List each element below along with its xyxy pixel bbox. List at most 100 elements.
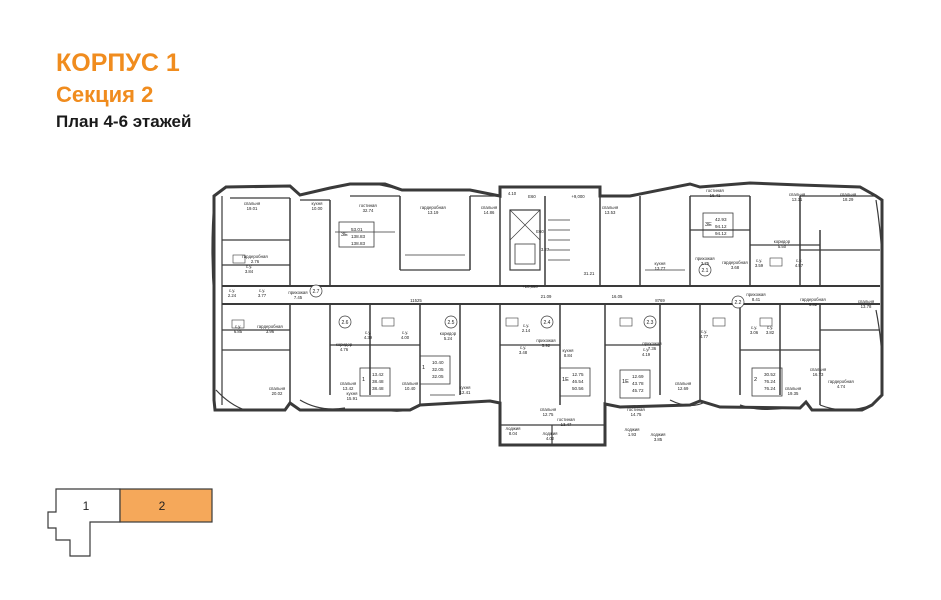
room-name-label: с.у.: [767, 325, 773, 330]
room-area-label: 3.84: [245, 269, 254, 274]
apartment-area: 42.93: [715, 217, 727, 222]
room-name-label: прихожая: [288, 290, 308, 295]
room-area-label: 18.29: [843, 197, 854, 202]
room-area-label: 7.36: [648, 346, 657, 351]
room-area-label: 4.39: [364, 335, 373, 340]
apartment-area: 76.24: [764, 386, 776, 391]
axis-marker-2-3: 2.3: [647, 320, 654, 326]
room-area-label: 3.27: [541, 247, 550, 252]
apartment-area: 32.05: [432, 367, 444, 372]
room-name-label: гардеробная: [242, 254, 268, 259]
room-name-label: с.у.: [235, 324, 241, 329]
fire-rating-label: E60: [528, 194, 536, 199]
room-name-label: спальня: [244, 201, 261, 206]
room-area-label: 12.75: [543, 412, 554, 417]
room-area-label: 16.05: [612, 294, 623, 299]
room-area-label: 5.92: [542, 343, 551, 348]
apartment-code: 1: [422, 365, 425, 371]
apartment-area: 43.78: [632, 381, 644, 386]
room-area-label: 2.24: [228, 293, 237, 298]
room-area-label: 4.19: [642, 352, 651, 357]
apartment-code: 1: [362, 377, 365, 383]
apartment-area: 94.12: [715, 231, 727, 236]
room-name-label: спальня: [675, 381, 692, 386]
apartment-code: 2: [754, 377, 757, 383]
room-area-label: 4.00: [401, 335, 410, 340]
room-name-label: с.у.: [402, 330, 408, 335]
room-area-label: 16.41: [710, 193, 721, 198]
room-area-label: 19.01: [247, 206, 258, 211]
apartment-code: 1Е: [622, 379, 629, 385]
room-area-label: 10.00: [312, 206, 323, 211]
room-area-label: 3.68: [731, 265, 740, 270]
room-area-label: 2.14: [522, 328, 531, 333]
room-area-label: 14.75: [631, 412, 642, 417]
apartment-area: 50.56: [572, 386, 584, 391]
room-area-label: 5.24: [444, 336, 453, 341]
room-name-label: спальня: [840, 192, 857, 197]
room-name-label: коридор: [774, 239, 791, 244]
room-name-label: коридор: [336, 342, 353, 347]
room-name-label: с.у.: [796, 258, 802, 263]
room-area-label: 10.40: [405, 386, 416, 391]
fire-rating-label: E60: [536, 229, 544, 234]
room-name-label: гардеробная: [828, 379, 854, 384]
room-name-label: с.у.: [523, 323, 529, 328]
axis-marker-2-7: 2.7: [313, 289, 320, 295]
room-area-label: 13.78: [861, 304, 872, 309]
room-name-label: спальня: [402, 381, 419, 386]
room-name-label: с.у.: [756, 258, 762, 263]
apartment-code: 1Е: [562, 377, 569, 383]
room-area-label: 21.09: [541, 294, 552, 299]
room-area-label: 13.11: [792, 197, 803, 202]
room-name-label: спальня: [340, 381, 357, 386]
floor-plan-title: План 4-6 этажей: [56, 112, 192, 131]
room-area-label: 12.69: [678, 386, 689, 391]
apartment-area: 45.72: [632, 388, 644, 393]
room-name-label: с.у.: [643, 347, 649, 352]
apartment-area: 53.01: [351, 227, 363, 232]
room-area-label: 12.41: [460, 390, 471, 395]
apartment-area: 10.40: [432, 360, 444, 365]
room-name-label: прихожая: [642, 341, 662, 346]
room-area-label: 6.85: [234, 329, 243, 334]
apartment-area: 94.12: [715, 224, 727, 229]
section-title: Секция 2: [56, 82, 154, 107]
room-area-label: 14.86: [484, 210, 495, 215]
room-area-label: 4.57: [795, 263, 804, 268]
room-area-label: 5.50: [778, 244, 787, 249]
axis-marker-2-1: 2.1: [702, 268, 709, 274]
room-name-label: с.у.: [520, 345, 526, 350]
key-plan: 1 2: [47, 488, 213, 557]
room-area-label: 6.32: [809, 302, 818, 307]
room-area-label: 4.74: [837, 384, 846, 389]
axis-marker-2-2: 2.2: [735, 300, 742, 306]
room-name-label: с.у.: [229, 288, 235, 293]
room-name-label: гостиная: [557, 417, 575, 422]
room-area-label: 16.73: [813, 372, 824, 377]
apartment-area: 13.42: [372, 372, 384, 377]
dimension-right: 8769: [655, 298, 665, 303]
room-name-label: лоджия: [651, 432, 667, 437]
room-name-label: лоджия: [543, 431, 559, 436]
room-name-label: лоджия: [506, 426, 522, 431]
room-name-label: гардеробная: [800, 297, 826, 302]
room-area-label: 8.84: [564, 353, 573, 358]
building-title: КОРПУС 1: [56, 49, 180, 77]
room-area-label: 15.91: [347, 396, 358, 401]
room-name-label: кухня: [347, 391, 359, 396]
room-name-label: лоджия: [625, 427, 641, 432]
room-area-label: 3.77: [258, 293, 267, 298]
apartment-area: 30.52: [764, 372, 776, 377]
axis-marker-2-5: 2.5: [448, 320, 455, 326]
room-name-label: гостиная: [627, 407, 645, 412]
apartment-area: 32.05: [432, 374, 444, 379]
room-name-label: коридор: [440, 331, 457, 336]
room-name-label: с.у.: [365, 330, 371, 335]
room-name-label: с.у.: [701, 329, 707, 334]
room-area-label: 3.59: [755, 263, 764, 268]
apartment-area: 76.24: [764, 379, 776, 384]
room-name-label: кухня: [563, 348, 575, 353]
room-area-label: 20.02: [272, 391, 283, 396]
room-name-label: с.у.: [751, 325, 757, 330]
